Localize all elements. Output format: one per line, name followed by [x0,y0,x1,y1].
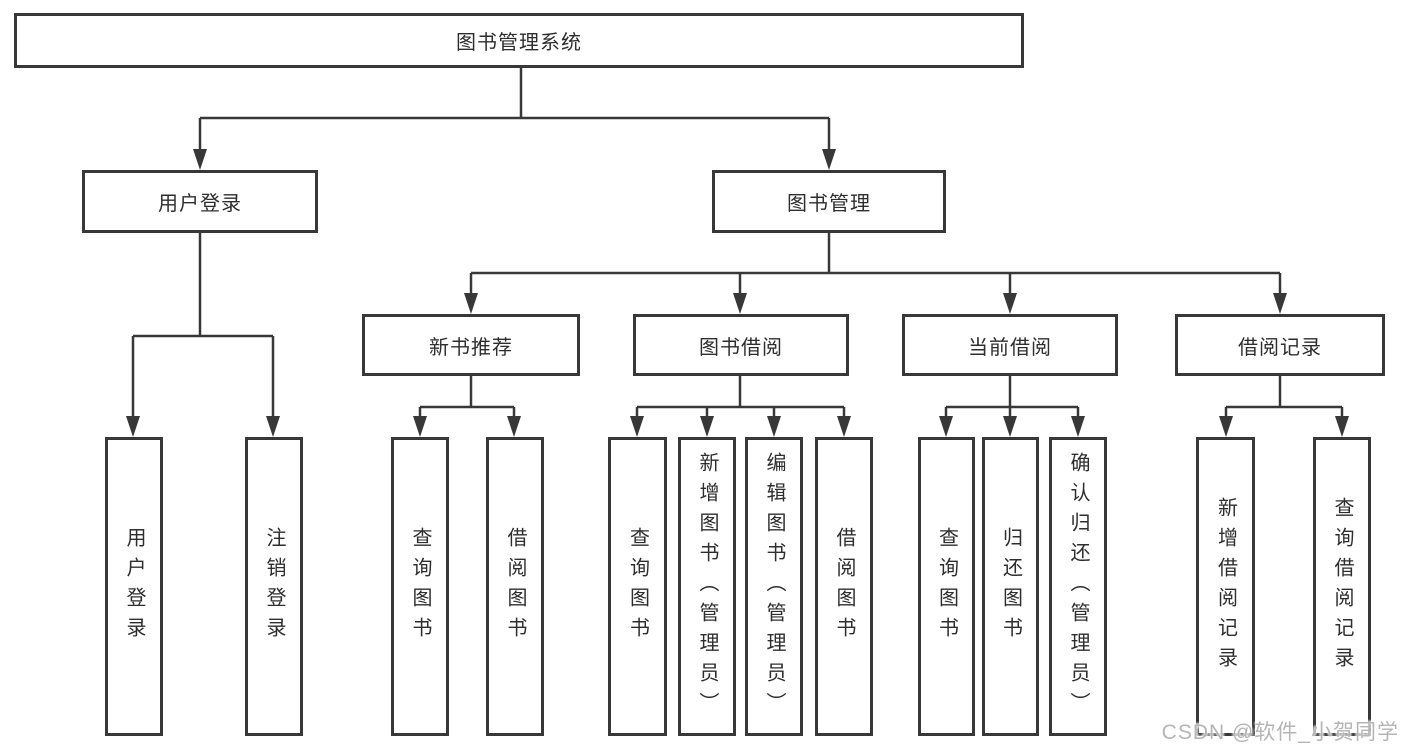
leaf-return-books: 归还图书 [982,437,1039,736]
node-book-borrowing: 图书借阅 [633,314,849,376]
leaf-query-books-current: 查询图书 [918,437,975,736]
leaf-query-books-recommend: 查询图书 [391,437,449,736]
leaf-borrow-books-recommend: 借阅图书 [486,437,544,736]
node-borrowing-records: 借阅记录 [1175,314,1385,376]
leaf-query-borrow-record: 查询借阅记录 [1313,437,1371,736]
leaf-borrow-books-borrowing: 借阅图书 [815,437,873,736]
watermark: CSDN @软件_小贺同学 [1161,721,1399,744]
node-current-borrowing: 当前借阅 [902,314,1118,376]
leaf-add-book-admin: 新增图书（管理员） [678,437,736,736]
leaf-logout: 注销登录 [245,437,303,736]
leaf-edit-book-admin: 编辑图书（管理员） [745,437,803,736]
node-user-login: 用户登录 [82,170,318,233]
leaf-user-login: 用户登录 [105,437,163,736]
node-new-book-recommendation: 新书推荐 [362,314,580,376]
node-root: 图书管理系统 [14,13,1024,68]
leaf-confirm-return-admin: 确认归还（管理员） [1049,437,1107,736]
leaf-query-books-borrowing: 查询图书 [608,437,667,736]
leaf-add-borrow-record: 新增借阅记录 [1196,437,1255,736]
node-book-management: 图书管理 [712,170,946,233]
